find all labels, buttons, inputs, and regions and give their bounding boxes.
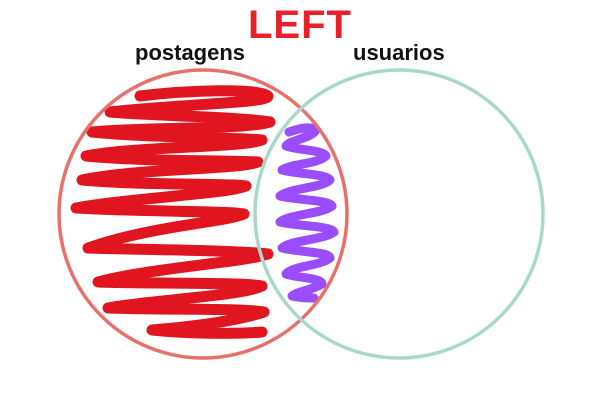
right-set-circle <box>253 68 545 360</box>
right-set-label: usuarios <box>353 40 445 65</box>
diagram-title: LEFT <box>248 3 352 47</box>
left-set-scribble-fill <box>70 85 276 339</box>
intersection-scribble-fill <box>275 123 339 303</box>
left-set-label: postagens <box>135 40 246 65</box>
left-set-circle <box>57 68 349 360</box>
